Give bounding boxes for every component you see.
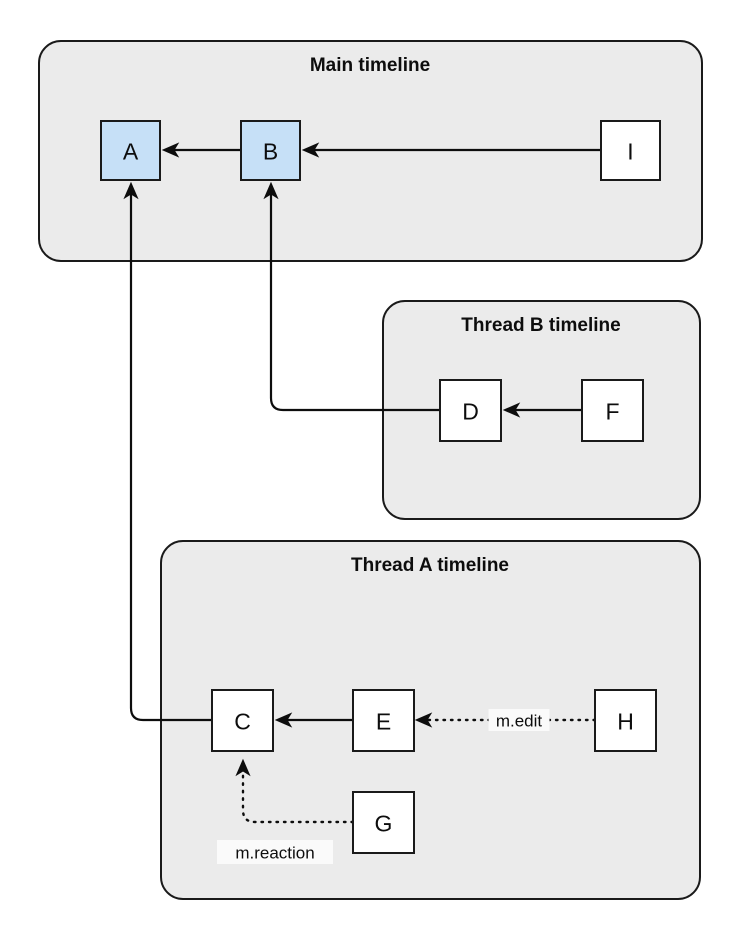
edge-line-G-C xyxy=(241,766,355,824)
node-B[interactable]: B xyxy=(240,120,301,181)
arrowhead-F-D xyxy=(502,402,521,418)
edge-labels-layer: m.edit m.reaction xyxy=(217,709,550,864)
group-title-main: Main timeline xyxy=(310,55,430,76)
group-title-thread_a: Thread A timeline xyxy=(351,555,509,576)
node-D[interactable]: D xyxy=(439,379,502,442)
edge-label-bg-H-E xyxy=(488,709,550,731)
edge-B-A xyxy=(161,142,241,158)
edge-label-text-H-E: m.edit xyxy=(496,712,543,731)
edge-label-G-C: m.reaction xyxy=(217,840,333,864)
arrowhead-H-E xyxy=(414,712,433,728)
edge-C-A xyxy=(123,181,212,722)
node-label-G: G xyxy=(375,811,393,837)
arrowhead-C-A xyxy=(123,181,139,200)
node-box-D[interactable] xyxy=(439,379,502,442)
arrowhead-I-B xyxy=(301,142,320,158)
node-box-I[interactable] xyxy=(600,120,661,181)
node-G[interactable]: G xyxy=(352,791,415,854)
edge-F-D xyxy=(502,402,582,418)
edge-label-H-E: m.edit xyxy=(488,709,550,731)
node-label-E: E xyxy=(376,709,391,735)
node-box-H[interactable] xyxy=(594,689,657,752)
group-title-thread_b: Thread B timeline xyxy=(461,315,620,336)
edge-E-C xyxy=(274,712,353,728)
node-A[interactable]: A xyxy=(100,120,161,181)
node-H[interactable]: H xyxy=(594,689,657,752)
node-box-A[interactable] xyxy=(100,120,161,181)
arrowhead-B-A xyxy=(161,142,180,158)
edge-label-text-G-C: m.reaction xyxy=(235,844,314,863)
node-label-D: D xyxy=(462,399,479,425)
node-E[interactable]: E xyxy=(352,689,415,752)
arrowhead-E-C xyxy=(274,712,293,728)
node-label-I: I xyxy=(627,139,633,165)
node-I[interactable]: I xyxy=(600,120,661,181)
node-box-B[interactable] xyxy=(240,120,301,181)
node-label-H: H xyxy=(617,709,634,735)
edges-layer xyxy=(123,142,601,824)
edge-D-B xyxy=(263,181,440,412)
nodes-layer: A B I D F C E H G xyxy=(100,120,661,854)
node-label-F: F xyxy=(605,399,619,425)
arrowhead-D-B xyxy=(263,181,279,200)
node-box-G[interactable] xyxy=(352,791,415,854)
node-box-F[interactable] xyxy=(581,379,644,442)
node-F[interactable]: F xyxy=(581,379,644,442)
node-label-C: C xyxy=(234,709,251,735)
node-box-E[interactable] xyxy=(352,689,415,752)
node-box-C[interactable] xyxy=(211,689,274,752)
node-C[interactable]: C xyxy=(211,689,274,752)
edge-line-C-A xyxy=(129,189,212,722)
edge-H-E xyxy=(414,712,597,728)
edge-label-bg-G-C xyxy=(217,840,333,864)
arrowhead-G-C xyxy=(235,758,251,777)
node-label-A: A xyxy=(123,139,139,165)
edge-G-C xyxy=(235,758,355,824)
edge-I-B xyxy=(301,142,601,158)
edge-line-D-B xyxy=(269,189,440,412)
node-label-B: B xyxy=(263,139,278,165)
